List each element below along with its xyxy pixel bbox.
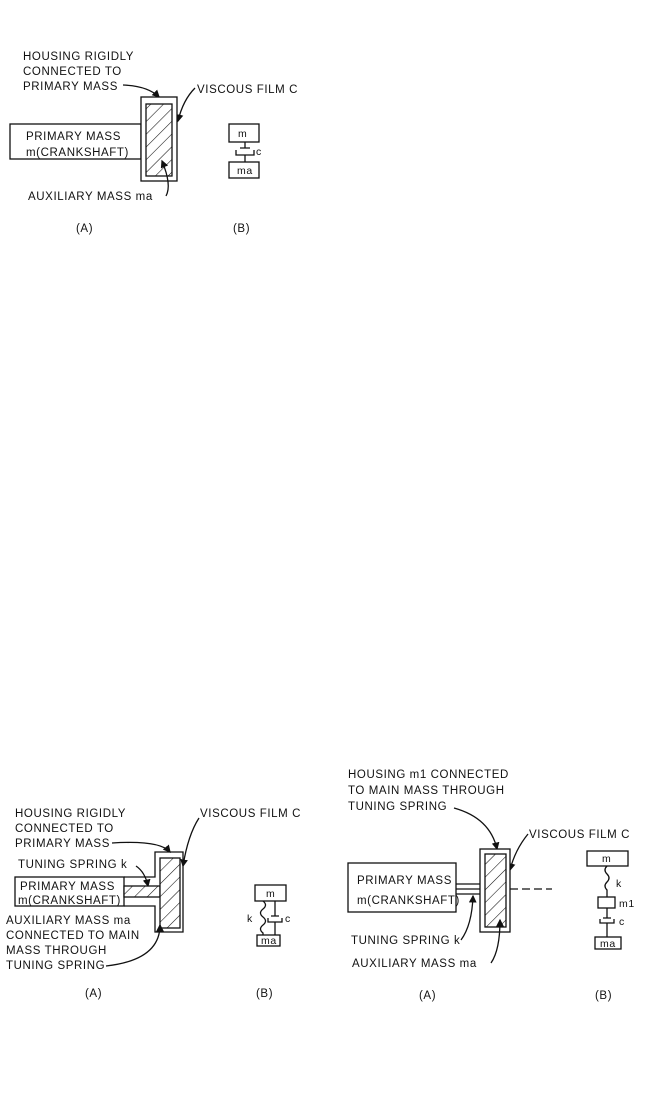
part-b-caption: (B) — [233, 223, 250, 235]
primary-mass-block — [9, 123, 142, 160]
part-a-caption: (A) — [85, 988, 102, 1000]
housing-label-line2: CONNECTED TO — [23, 66, 122, 78]
auxiliary-mass-label-line2: CONNECTED TO MAIN — [6, 930, 140, 942]
figure-3: HOUSING m1 CONNECTED TO MAIN MASS THROUG… — [347, 769, 635, 1002]
part-b-caption: (B) — [595, 990, 612, 1002]
damper-icon — [267, 901, 283, 935]
figure-3-b-model: m k m1 c ma (B) — [586, 850, 635, 1002]
primary-mass-label-line2: m(CRANKSHAFT) — [357, 895, 460, 907]
aux-mass-label: ma — [261, 935, 277, 947]
primary-mass-label-line1: PRIMARY MASS — [357, 875, 452, 887]
spring-icon — [604, 865, 610, 897]
damper-c-label: c — [256, 146, 262, 158]
tuning-spring-shaft — [456, 883, 480, 895]
figure-1-b-model: m c ma (B) — [228, 123, 262, 235]
housing-label-line3: TUNING SPRING — [348, 801, 447, 813]
housing-mass-box — [597, 896, 616, 909]
auxiliary-mass-label-line1: AUXILIARY MASS ma — [6, 915, 131, 927]
housing-label-line3: PRIMARY MASS — [23, 81, 118, 93]
housing-outline — [124, 851, 184, 933]
figure-1: HOUSING RIGIDLY CONNECTED TO PRIMARY MAS… — [9, 51, 298, 235]
housing-label-line1: HOUSING m1 CONNECTED — [348, 769, 509, 781]
tuning-spring-label: TUNING SPRING k — [18, 859, 127, 871]
housing-label-line3: PRIMARY MASS — [15, 838, 110, 850]
tuning-spring-arrow — [135, 865, 151, 888]
primary-mass-block — [347, 862, 457, 913]
viscous-film-label: VISCOUS FILM C — [529, 829, 630, 841]
figure-2-a: HOUSING RIGIDLY CONNECTED TO PRIMARY MAS… — [6, 808, 301, 1000]
housing-label-line2: CONNECTED TO — [15, 823, 114, 835]
housing-arrow — [122, 84, 160, 98]
damper-icon — [235, 142, 255, 162]
auxiliary-mass-arrow — [490, 918, 504, 964]
mass-m-label: m — [266, 888, 275, 900]
mass-m-label: m — [602, 853, 611, 865]
figure-2-b-model: m k c ma (B) — [247, 884, 291, 1000]
auxiliary-mass-arrow — [105, 923, 164, 967]
housing-arrow — [111, 841, 171, 853]
tuning-spring-shaft — [123, 885, 161, 898]
housing-label-line1: HOUSING RIGIDLY — [15, 808, 126, 820]
mass-m-box — [586, 850, 629, 867]
viscous-film-label: VISCOUS FILM C — [197, 84, 298, 96]
aux-mass-label: ma — [600, 938, 616, 950]
figure-3-a: HOUSING m1 CONNECTED TO MAIN MASS THROUG… — [347, 769, 630, 1002]
spring-k-label: k — [247, 913, 253, 925]
figure-1-a: HOUSING RIGIDLY CONNECTED TO PRIMARY MAS… — [9, 51, 298, 235]
auxiliary-mass-label-line3: MASS THROUGH — [6, 945, 107, 957]
housing-label-line2: TO MAIN MASS THROUGH — [348, 785, 505, 797]
primary-mass-label-line2: m(CRANKSHAFT) — [26, 147, 129, 159]
auxiliary-mass-label: AUXILIARY MASS ma — [352, 958, 477, 970]
auxiliary-mass-label-line4: TUNING SPRING — [6, 960, 105, 972]
aux-mass-box — [594, 936, 622, 950]
aux-mass-box — [228, 161, 260, 179]
part-a-caption: (A) — [76, 223, 93, 235]
auxiliary-mass-block — [145, 103, 173, 177]
housing-arrow — [453, 807, 500, 851]
primary-mass-label-line1: PRIMARY MASS — [26, 131, 121, 143]
damper-c-label: c — [285, 913, 291, 925]
housing-mass-label: m1 — [619, 898, 635, 910]
part-b-caption: (B) — [256, 988, 273, 1000]
part-a-caption: (A) — [419, 990, 436, 1002]
viscous-film-label: VISCOUS FILM C — [200, 808, 301, 820]
primary-mass-label-line1: PRIMARY MASS — [20, 881, 115, 893]
housing-label-line1: HOUSING RIGIDLY — [23, 51, 134, 63]
figure-2: HOUSING RIGIDLY CONNECTED TO PRIMARY MAS… — [6, 808, 301, 1000]
auxiliary-mass-arrow — [160, 159, 169, 197]
auxiliary-mass-label: AUXILIARY MASS ma — [28, 191, 153, 203]
viscous-film-arrow — [175, 87, 196, 123]
spring-icon — [259, 900, 267, 935]
mass-m-box — [228, 123, 260, 143]
tuning-spring-label: TUNING SPRING k — [351, 935, 460, 947]
viscous-film-arrow — [180, 817, 200, 868]
auxiliary-mass-block — [484, 853, 507, 928]
damper-icon — [599, 908, 615, 937]
tuning-spring-arrow — [460, 894, 477, 941]
damper-c-label: c — [619, 916, 625, 928]
spring-k-label: k — [616, 878, 622, 890]
aux-mass-label: ma — [237, 165, 253, 177]
mass-m-box — [254, 884, 287, 902]
auxiliary-mass-block — [159, 857, 181, 929]
viscous-film-arrow — [507, 833, 529, 872]
aux-mass-box — [256, 934, 281, 947]
mass-m-label: m — [238, 128, 247, 140]
primary-mass-block — [14, 876, 125, 907]
primary-mass-label-line2: m(CRANKSHAFT) — [18, 895, 121, 907]
